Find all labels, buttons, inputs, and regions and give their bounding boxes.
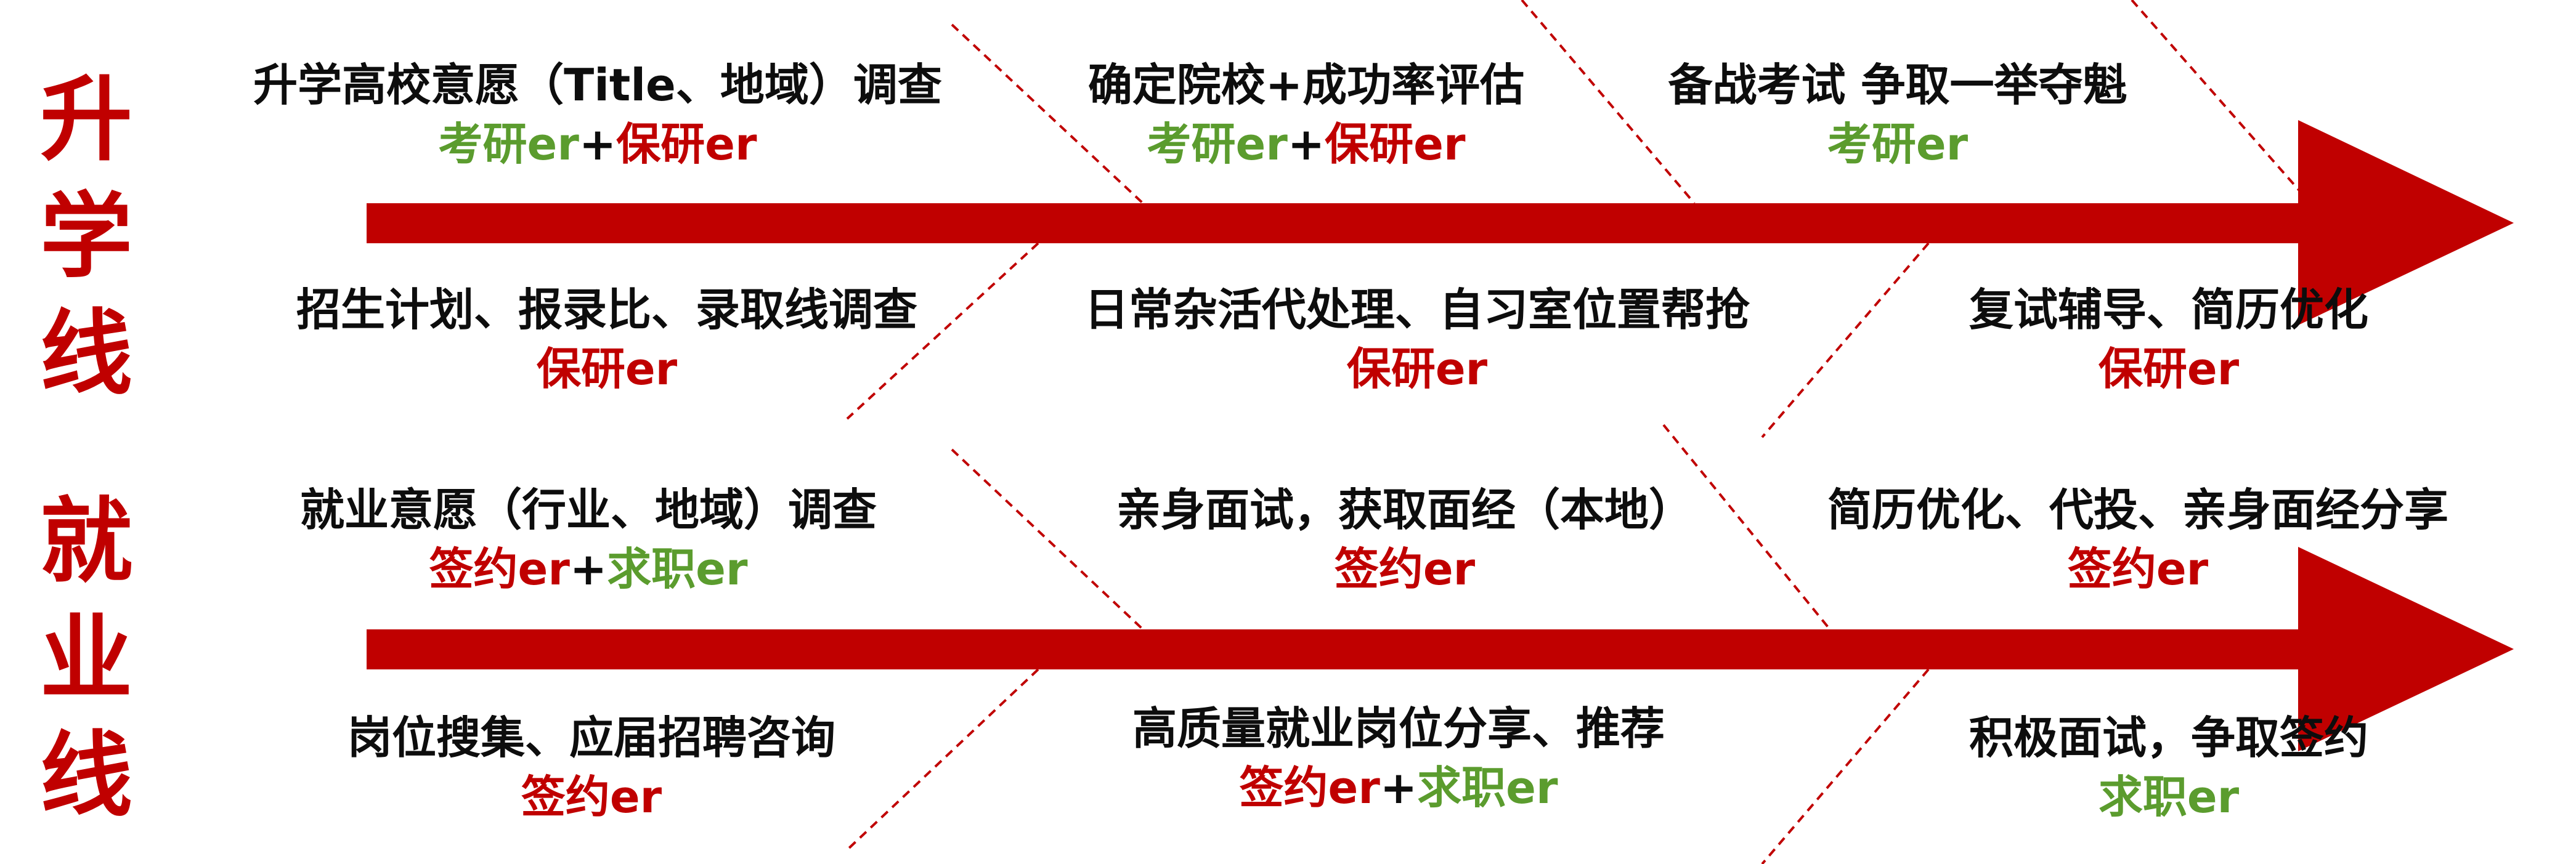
role-tag: 保研er xyxy=(1346,343,1488,395)
stage-title: 就业意愿（行业、地域）调查 xyxy=(299,484,877,536)
plus-sign: + xyxy=(1379,762,1418,814)
role-tag: 签约er xyxy=(429,543,570,595)
lane-title-char: 业 xyxy=(39,605,132,713)
stage-title: 岗位搜集、应届招聘咨询 xyxy=(347,712,835,764)
lane-title-upper: 升 学 线 xyxy=(37,62,136,413)
role-tag: 考研er xyxy=(1827,118,1969,170)
stage-tags: 考研er xyxy=(1497,115,2298,174)
stage-item: 积极面试，争取签约 求职er xyxy=(1768,708,2569,826)
stage-item: 备战考试 争取一举夺魁 考研er xyxy=(1497,55,2298,174)
stage-divider xyxy=(1521,0,1696,204)
stage-tags: 签约er xyxy=(1004,539,1805,599)
stage-tags: 保研er xyxy=(206,339,1007,398)
role-tag: 保研er xyxy=(1325,118,1466,170)
progress-arrow-upper xyxy=(367,120,2514,325)
stage-title: 积极面试，争取签约 xyxy=(1969,712,2368,764)
role-tag: 签约er xyxy=(2067,543,2209,595)
stage-tags: 求职er xyxy=(1768,767,2569,826)
stage-title: 亲身面试，获取面经（本地） xyxy=(1116,484,1693,536)
lane-title-lower: 就 业 线 xyxy=(37,483,136,834)
stage-item: 亲身面试，获取面经（本地） 签约er xyxy=(1004,480,1805,599)
stage-item: 招生计划、报录比、录取线调查 保研er xyxy=(206,280,1007,398)
role-tag: 签约er xyxy=(521,771,662,823)
stage-title: 备战考试 争取一举夺魁 xyxy=(1668,59,2127,111)
stage-item: 岗位搜集、应届招聘咨询 签约er xyxy=(191,708,992,826)
stage-item: 升学高校意愿（Title、地域）调查 考研er+保研er xyxy=(197,55,998,174)
stage-divider xyxy=(1761,668,1930,864)
role-tag: 求职er xyxy=(1417,762,1558,814)
plus-sign: + xyxy=(579,118,617,170)
stage-tags: 考研er+保研er xyxy=(197,115,998,174)
lane-title-char: 线 xyxy=(39,722,132,830)
role-tag: 签约er xyxy=(1239,762,1380,814)
stage-title: 升学高校意愿（Title、地域）调查 xyxy=(253,59,942,111)
stage-tags: 考研er+保研er xyxy=(906,115,1707,174)
stage-title: 复试辅导、简历优化 xyxy=(1969,284,2368,336)
stage-item: 日常杂活代处理、自习室位置帮抢 保研er xyxy=(1017,280,1818,398)
role-tag: 保研er xyxy=(616,118,757,170)
role-tag: 考研er xyxy=(1147,118,1288,170)
lane-title-char: 升 xyxy=(39,67,132,174)
role-tag: 求职er xyxy=(607,543,748,595)
stage-item: 就业意愿（行业、地域）调查 签约er+求职er xyxy=(188,480,989,599)
stage-title: 高质量就业岗位分享、推荐 xyxy=(1132,703,1665,754)
stage-title: 确定院校+成功率评估 xyxy=(1087,59,1525,111)
role-tag: 保研er xyxy=(536,343,678,395)
role-tag: 求职er xyxy=(2098,771,2240,823)
stage-title: 招生计划、报录比、录取线调查 xyxy=(296,284,917,336)
stage-item: 高质量就业岗位分享、推荐 签约er+求职er xyxy=(998,699,1799,817)
plus-sign: + xyxy=(1287,118,1325,170)
stage-tags: 保研er xyxy=(1768,339,2569,398)
role-tag: 签约er xyxy=(1334,543,1476,595)
stage-tags: 签约er xyxy=(1737,539,2538,599)
stage-divider xyxy=(1761,242,1930,438)
stage-item: 简历优化、代投、亲身面经分享 签约er xyxy=(1737,480,2538,599)
stage-tags: 签约er xyxy=(191,767,992,826)
stage-tags: 签约er+求职er xyxy=(188,539,989,599)
stage-title: 简历优化、代投、亲身面经分享 xyxy=(1827,484,2448,536)
plus-sign: + xyxy=(569,543,607,595)
stage-tags: 保研er xyxy=(1017,339,1818,398)
stage-divider xyxy=(2131,0,2312,204)
lane-title-char: 就 xyxy=(39,488,132,596)
role-tag: 保研er xyxy=(2098,343,2240,395)
lane-title-char: 学 xyxy=(39,184,132,291)
stage-title: 日常杂活代处理、自习室位置帮抢 xyxy=(1084,284,1750,336)
progress-arrow-lower xyxy=(367,547,2514,751)
stage-item: 复试辅导、简历优化 保研er xyxy=(1768,280,2569,398)
stage-tags: 签约er+求职er xyxy=(998,758,1799,817)
stage-item: 确定院校+成功率评估 考研er+保研er xyxy=(906,55,1707,174)
lane-title-char: 线 xyxy=(39,301,132,408)
role-tag: 考研er xyxy=(438,118,579,170)
